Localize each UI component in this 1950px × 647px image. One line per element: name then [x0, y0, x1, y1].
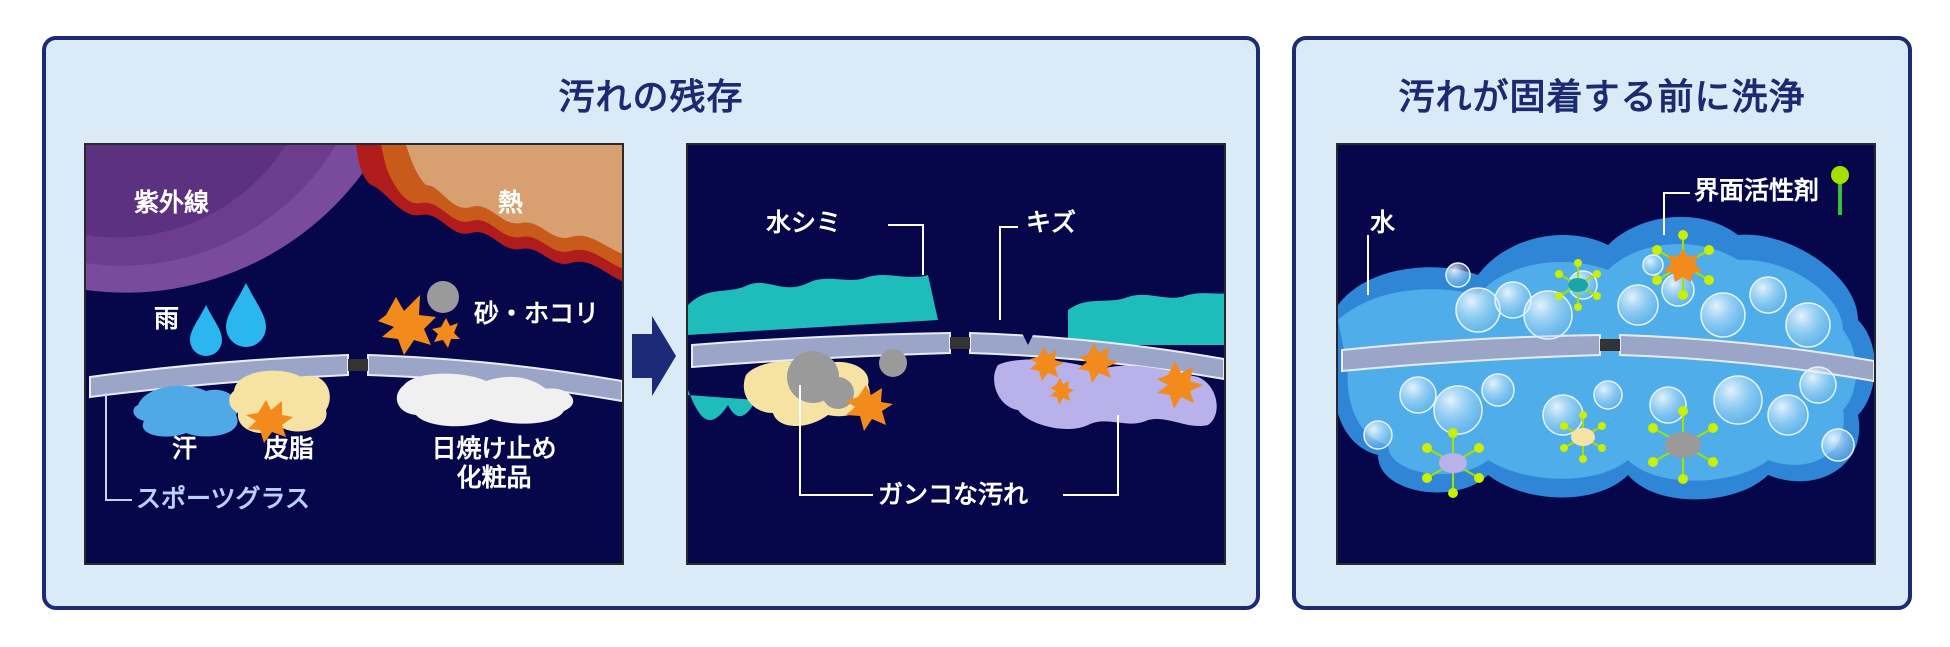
residual-section: 汚れの残存 — [42, 36, 1260, 610]
heat-label: 熱 — [498, 188, 524, 217]
sand-dust-label: 砂・ホコリ — [474, 299, 600, 328]
sports-glass-label: スポーツグラス — [136, 484, 311, 513]
water-spot-label: 水シミ — [766, 208, 842, 237]
surfactant-label: 界面活性剤 — [1694, 176, 1820, 205]
scratch-label: キズ — [1026, 208, 1077, 237]
raindrop-icon — [190, 305, 222, 356]
causes-illustration — [86, 145, 622, 501]
sebum-label: 皮脂 — [264, 434, 315, 463]
stubborn-dirt-panel: 水シミ キズ ガンコな汚れ — [686, 143, 1226, 565]
wash-panel: 水 界面活性剤 — [1336, 143, 1876, 565]
surfactant-icon — [1831, 166, 1849, 215]
stubborn-dirt-illustration — [688, 224, 1224, 496]
causes-panel: 紫外線 熱 雨 砂・ホコリ 汗 皮脂 日焼け止め 化粧品 スポーツグラス — [84, 143, 624, 565]
wash-title: 汚れが固着する前に洗浄 — [1398, 77, 1806, 118]
wash-illustration — [1338, 166, 1874, 500]
stubborn-dirt-label: ガンコな汚れ — [878, 480, 1029, 509]
arrow-right-icon — [632, 316, 676, 396]
residual-title: 汚れの残存 — [558, 77, 744, 118]
uv-label: 紫外線 — [134, 188, 210, 217]
water-label: 水 — [1370, 208, 1396, 237]
sunscreen-cosmetics-label: 日焼け止め 化粧品 — [431, 434, 557, 492]
wash-section: 汚れが固着する前に洗浄 — [1292, 36, 1912, 610]
sweat-label: 汗 — [172, 434, 198, 463]
rain-label: 雨 — [154, 304, 180, 333]
